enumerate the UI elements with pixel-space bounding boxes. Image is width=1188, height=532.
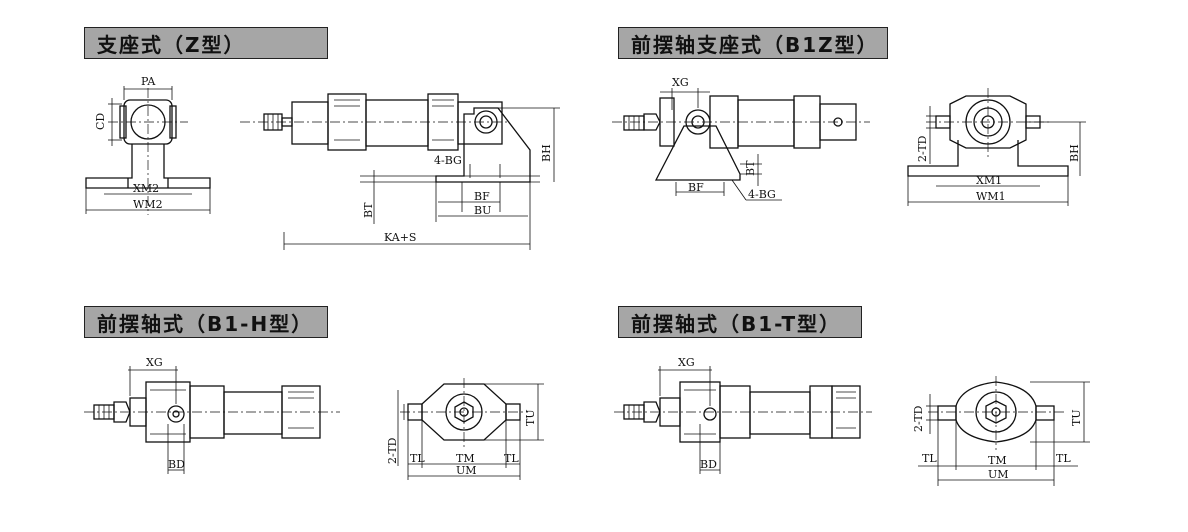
label-tu-b1h: TU <box>524 409 537 426</box>
label-xm2: XM2 <box>133 182 159 195</box>
b1h-type-end-view: 2-TD TU TL TM TL UM <box>386 378 544 480</box>
label-bh-b1z: BH <box>1068 144 1081 162</box>
b1z-type-title: 前摆轴支座式（B1Z型） <box>618 27 888 59</box>
label-td-b1t: 2-TD <box>912 405 925 432</box>
label-4bg-b1z: 4-BG <box>748 188 776 201</box>
label-um-b1h: UM <box>456 464 477 477</box>
b1t-type-side-view: XG BD <box>614 356 872 474</box>
label-tl-b1t-right: TL <box>1056 452 1071 465</box>
label-bd-b1h: BD <box>168 458 185 471</box>
label-xg-b1h: XG <box>146 356 163 369</box>
label-wm1: WM1 <box>976 190 1006 203</box>
b1z-type-end-view: 2-TD BH XM1 WM1 <box>907 88 1086 206</box>
z-type-title: 支座式（Z型） <box>84 27 328 59</box>
z-type-side-view: 4-BG BH BT BF BU KA+S <box>240 93 560 250</box>
label-tu-b1t: TU <box>1070 409 1083 426</box>
label-td-b1h: 2-TD <box>386 437 399 464</box>
label-bf-z: BF <box>474 190 490 203</box>
label-cd: CD <box>94 113 107 130</box>
label-xg-b1z: XG <box>672 76 689 89</box>
label-wm2: WM2 <box>133 198 163 211</box>
label-bt-b1z: BT <box>744 160 757 176</box>
label-xg-b1t: XG <box>678 356 695 369</box>
b1t-type-end-view: 2-TD TU TL TM TL UM <box>912 376 1090 486</box>
label-tm-b1t: TM <box>988 454 1007 467</box>
label-pa: PA <box>141 75 156 88</box>
label-ka-s: KA+S <box>384 231 416 244</box>
label-bt-z: BT <box>362 202 375 218</box>
b1z-type-side-view: XG BT BF 4-BG <box>612 76 870 201</box>
label-4bg-z: 4-BG <box>434 154 462 167</box>
label-tl-b1t-left: TL <box>922 452 937 465</box>
label-bf-b1z: BF <box>688 181 704 194</box>
b1h-type-side-view: XG BD <box>84 356 340 474</box>
label-xm1: XM1 <box>976 174 1002 187</box>
label-tl-b1h-right: TL <box>504 452 519 465</box>
label-bh-z: BH <box>540 144 553 162</box>
label-td-b1z: 2-TD <box>916 135 929 162</box>
b1h-type-title: 前摆轴式（B1-H型） <box>84 306 328 338</box>
label-um-b1t: UM <box>988 468 1009 481</box>
label-bu-z: BU <box>474 204 491 217</box>
b1t-type-title: 前摆轴式（B1-T型） <box>618 306 862 338</box>
label-tl-b1h-left: TL <box>410 452 425 465</box>
label-bd-b1t: BD <box>700 458 717 471</box>
label-tm-b1h: TM <box>456 452 475 465</box>
z-type-end-view: PA CD XM2 WM2 <box>85 75 211 215</box>
